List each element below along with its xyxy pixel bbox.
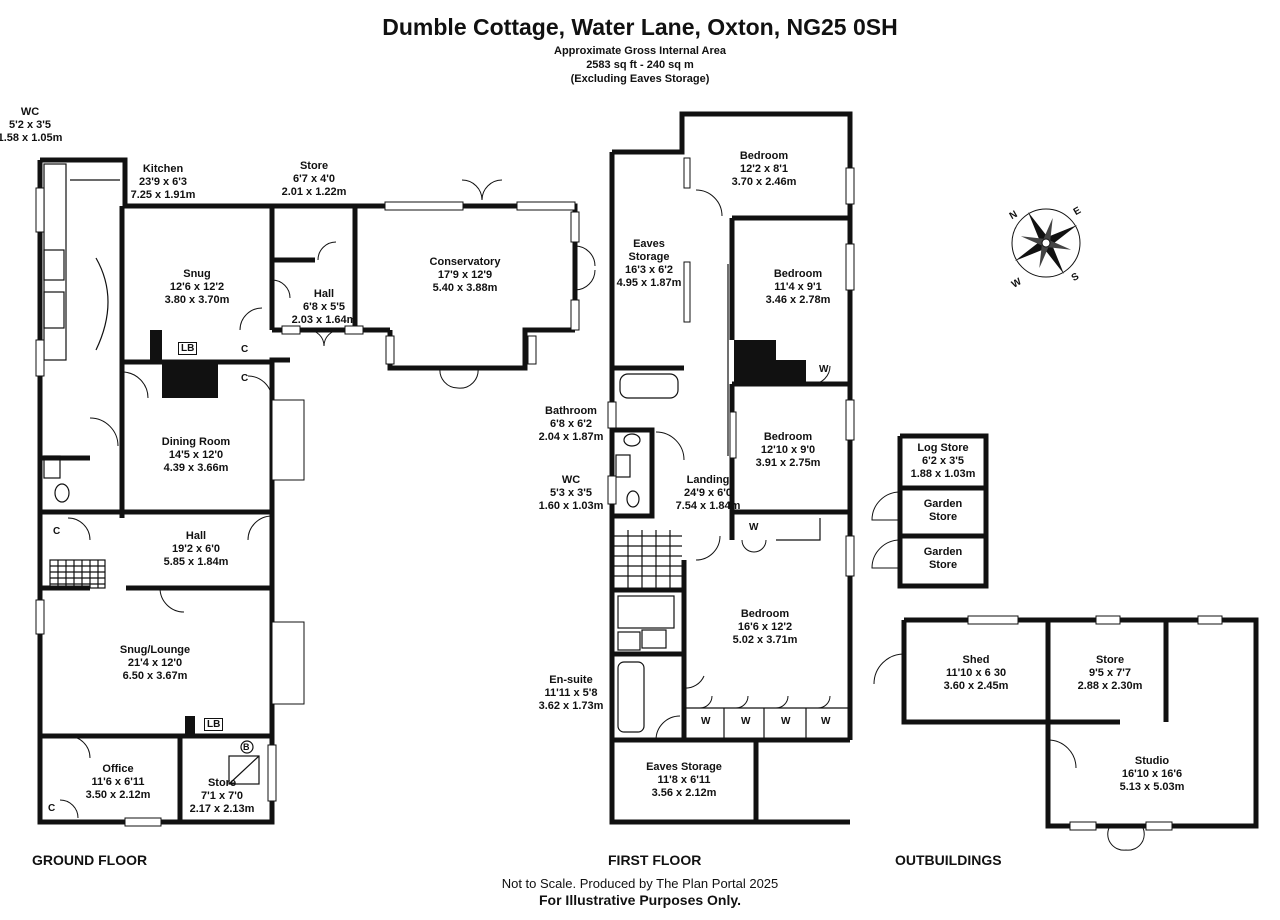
tag-w-2: W [749,522,759,533]
area-summary: Approximate Gross Internal Area 2583 sq … [0,44,1280,86]
tag-lb-2: LB [204,718,224,731]
tag-c-1: C [241,344,249,355]
footer-disclaimer: For Illustrative Purposes Only. [538,892,741,908]
boiler-icon: B [243,742,250,752]
outbuilding-walls [897,433,1259,829]
tag-w-3: W [701,716,711,727]
tag-w-4: W [741,716,751,727]
tag-lb-1: LB [178,342,198,355]
compass-rose-icon [1011,208,1081,278]
first-floor-walls [609,111,853,825]
outbuilding-windows [967,615,1223,831]
area-line-2: 2583 sq ft - 240 sq m [586,59,694,71]
outbuilding-doors [871,491,1145,851]
tag-w-6: W [821,716,831,727]
label-first-floor: FIRST FLOOR [608,852,702,868]
label-ground-floor: GROUND FLOOR [32,852,148,868]
ground-floor-fixtures [43,163,260,785]
footer-producer: Not to Scale. Produced by The Plan Porta… [501,876,779,891]
area-line-3: (Excluding Eaves Storage) [570,73,710,85]
ground-floor-windows [35,187,580,827]
tag-w-5: W [781,716,791,727]
area-line-1: Approximate Gross Internal Area [554,45,726,57]
tag-c-2: C [241,373,249,384]
room-garden-store-2: Garden Store [923,546,963,571]
plan-title: Dumble Cottage, Water Lane, Oxton, NG25 … [382,14,898,40]
first-floor-doors [655,189,831,741]
tag-c-3: C [53,526,61,537]
room-garden-store-1: Garden Store [923,498,963,523]
tag-c-4: C [48,803,56,814]
ground-floor-doors [59,179,596,819]
first-floor-windows [607,157,855,577]
label-outbuildings: OUTBUILDINGS [895,852,1002,868]
first-floor-fixtures [614,264,850,740]
tag-w-1: W [819,364,829,375]
